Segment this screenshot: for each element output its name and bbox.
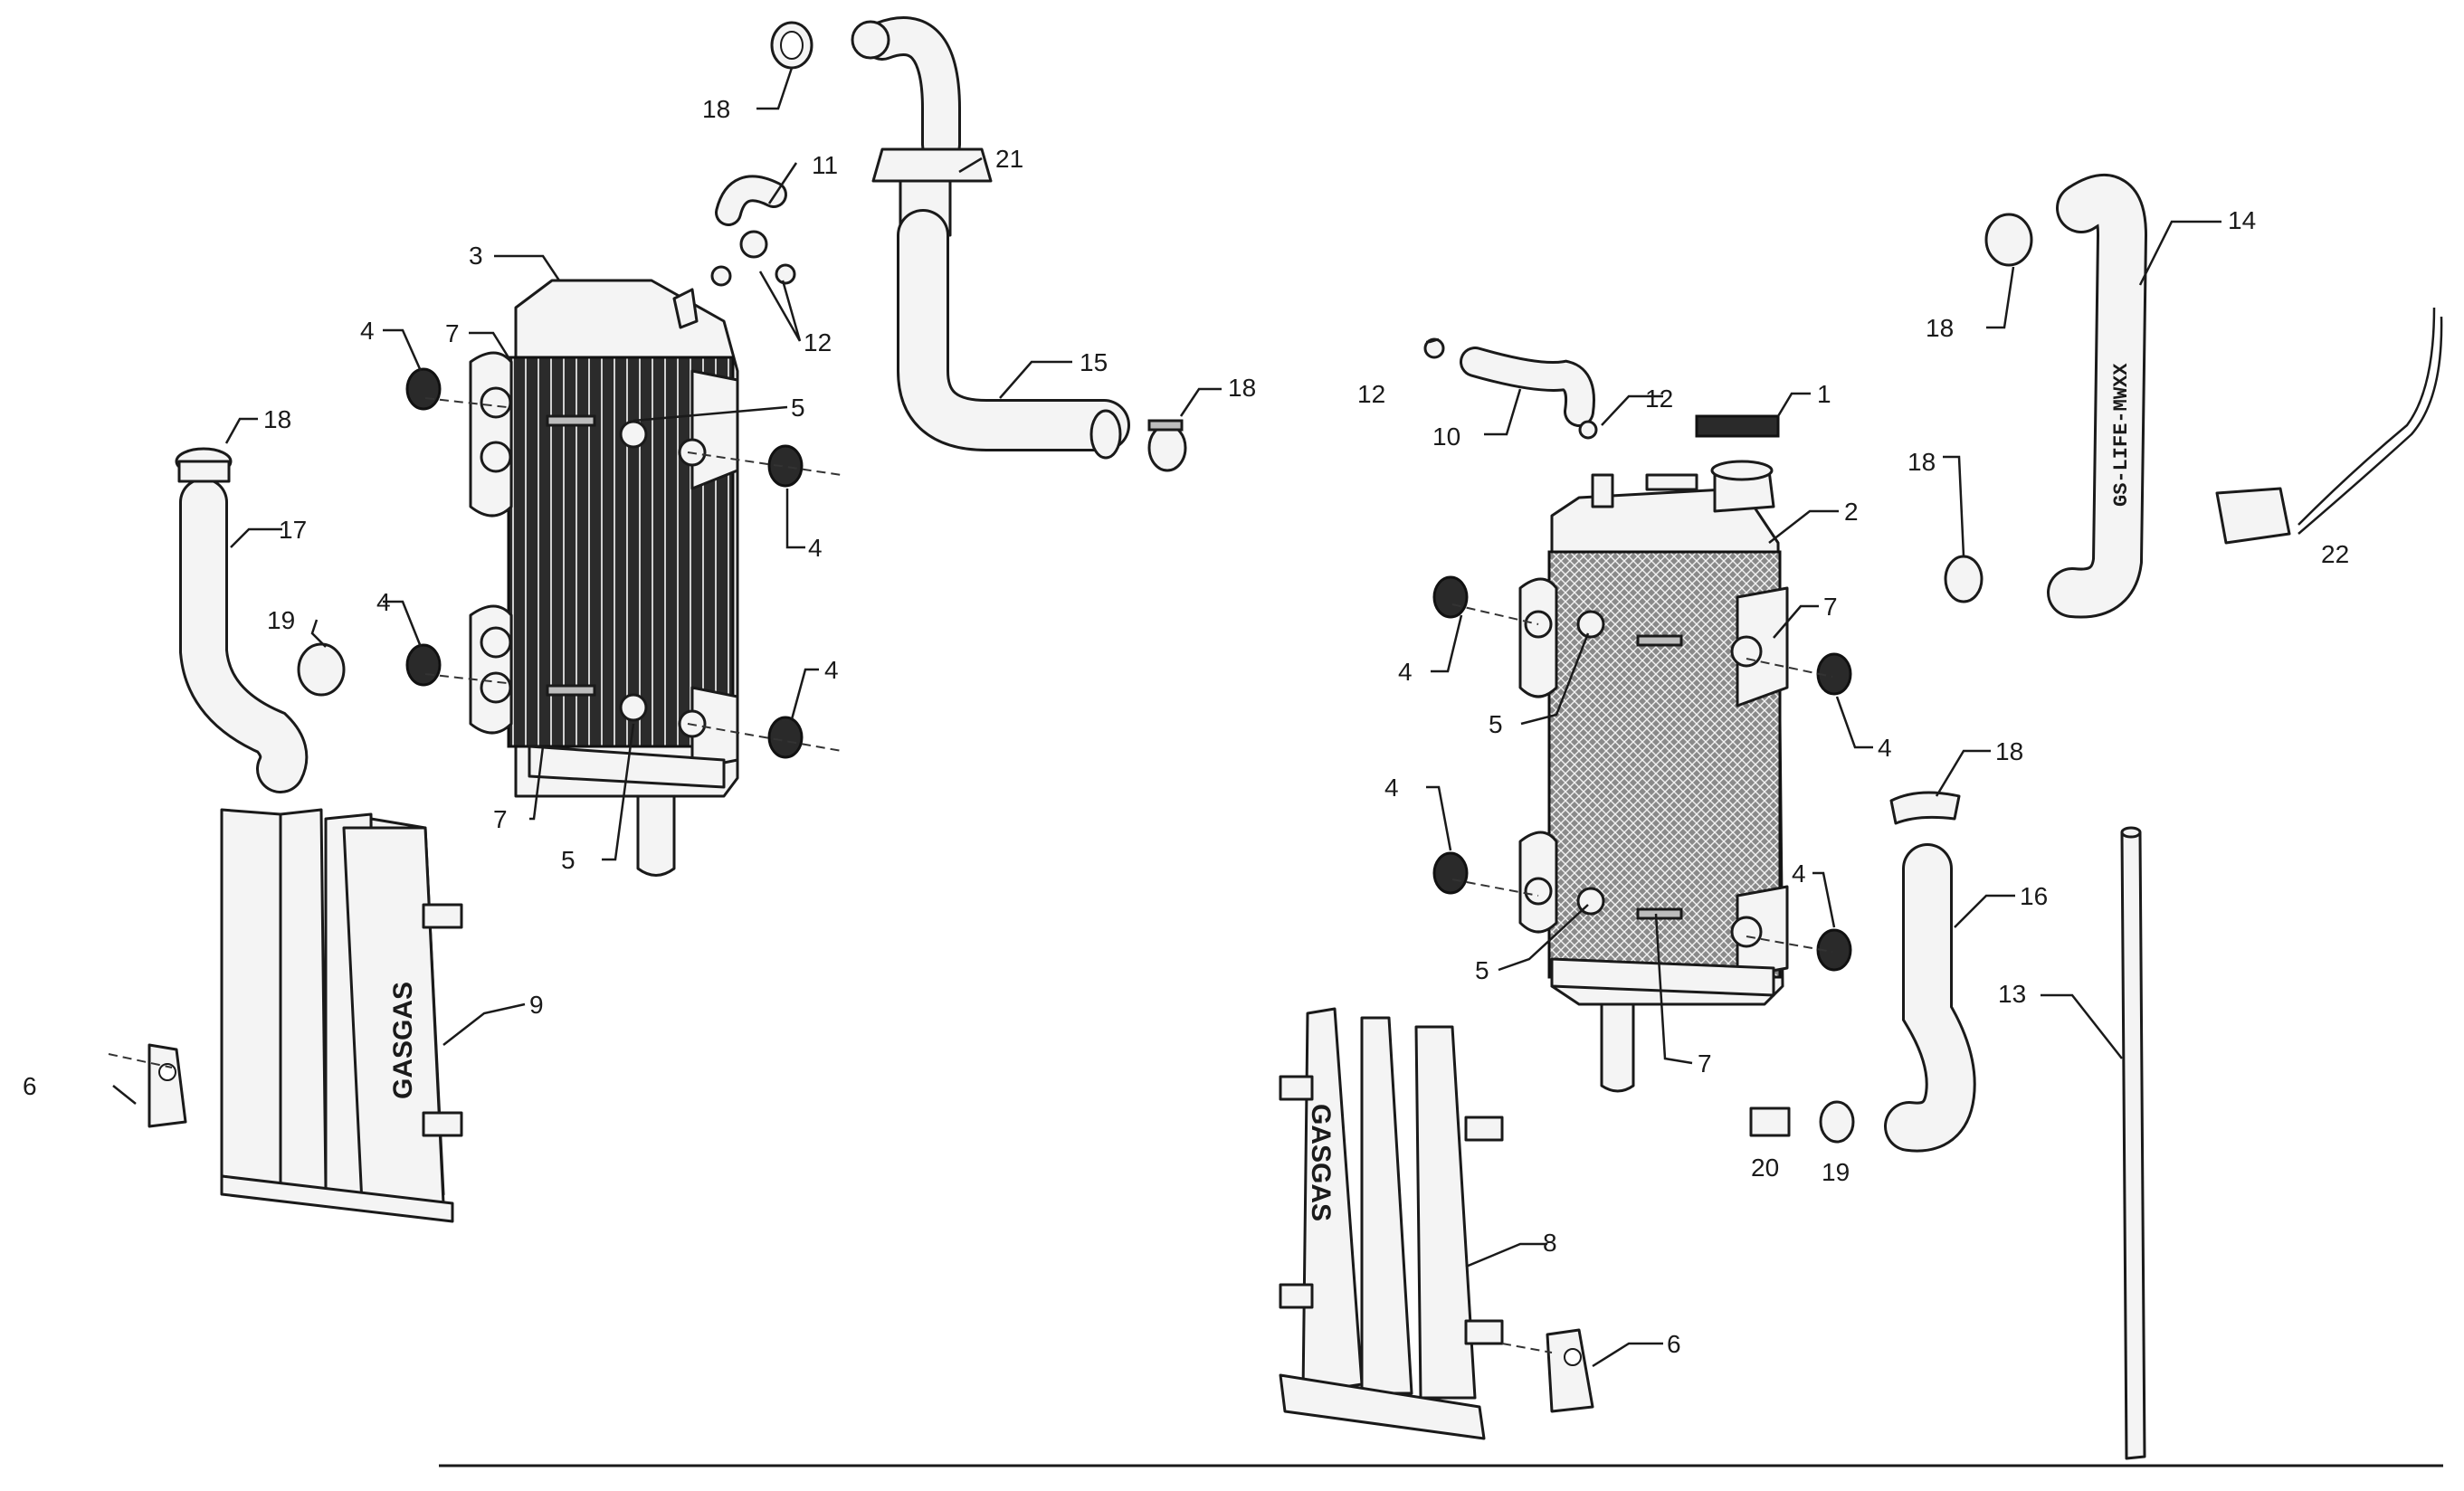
callout-4h: 4 (1792, 859, 1806, 888)
callout-18d: 18 (1995, 737, 2023, 765)
callout-6: 6 (23, 1072, 37, 1100)
tube-13 (2120, 826, 2146, 1460)
callout-7: 7 (445, 319, 460, 347)
callout-7b: 7 (493, 805, 508, 833)
guard-brand-text-right: GASGAS (1306, 1104, 1336, 1221)
right-radiator (1518, 460, 1789, 1093)
callout-15: 15 (1080, 348, 1108, 376)
callout-5: 5 (791, 394, 805, 422)
callout-10: 10 (1432, 423, 1460, 451)
callout-11: 11 (812, 151, 838, 179)
callout-18c: 18 (1228, 374, 1256, 402)
centerlines (108, 397, 1833, 1353)
callout-5b: 5 (561, 846, 576, 874)
callout-18: 18 (702, 95, 730, 123)
callout-13: 13 (1998, 980, 2026, 1008)
right-radiator-guard: GASGAS (1279, 1007, 1504, 1440)
callout-7c: 7 (1823, 593, 1838, 621)
callout-7d: 7 (1698, 1049, 1712, 1078)
callout-5d: 5 (1475, 956, 1489, 984)
callout-4e: 4 (1398, 658, 1413, 686)
hose-15-with-thermostat-21 (851, 16, 1130, 460)
callout-22: 22 (2321, 540, 2349, 568)
callout-9: 9 (529, 991, 544, 1019)
callout-19: 19 (267, 606, 295, 634)
callout-labels: 18 11 21 12 3 4 7 5 4 4 4 7 5 18 17 19 1… (23, 95, 2349, 1358)
hose-10 (1460, 347, 1595, 427)
callout-12b: 12 (1357, 380, 1385, 408)
callout-19b: 19 (1822, 1158, 1850, 1186)
callout-4b: 4 (808, 534, 823, 562)
callout-5c: 5 (1489, 710, 1503, 738)
callout-3: 3 (469, 242, 483, 270)
callout-6b: 6 (1667, 1330, 1681, 1358)
callout-18e: 18 (1926, 314, 1954, 342)
callout-12: 12 (804, 328, 832, 356)
callout-4c: 4 (376, 588, 391, 616)
grommets (405, 367, 1852, 972)
callout-4f: 4 (1878, 734, 1892, 762)
callout-1: 1 (1817, 380, 1831, 408)
callout-18f: 18 (1907, 448, 1936, 476)
hose-11 (715, 175, 787, 259)
callout-4g: 4 (1384, 774, 1399, 802)
callout-14: 14 (2228, 206, 2256, 234)
left-radiator-guard: GASGAS (220, 808, 463, 1223)
callout-8: 8 (1543, 1229, 1557, 1257)
clamps (175, 21, 2033, 1144)
callout-2: 2 (1844, 498, 1859, 526)
callout-21: 21 (995, 145, 1023, 173)
guard-brand-text: GASGAS (388, 982, 418, 1099)
callout-18b: 18 (263, 405, 291, 433)
callout-12c: 12 (1645, 385, 1673, 413)
fan-22 (2215, 307, 2443, 545)
callout-17: 17 (279, 516, 307, 544)
hose-16 (1884, 843, 1976, 1153)
hose-17 (179, 478, 309, 793)
leader-lines (112, 67, 2221, 1368)
callout-20: 20 (1751, 1154, 1779, 1182)
callout-4: 4 (360, 317, 375, 345)
hose-14: GS-LIFE-MWXX (2047, 174, 2148, 619)
left-radiator (469, 279, 739, 877)
callout-16: 16 (2020, 882, 2048, 910)
callout-4d: 4 (824, 656, 839, 684)
hose-marking-text: GS-LIFE-MWXX (2110, 363, 2133, 507)
